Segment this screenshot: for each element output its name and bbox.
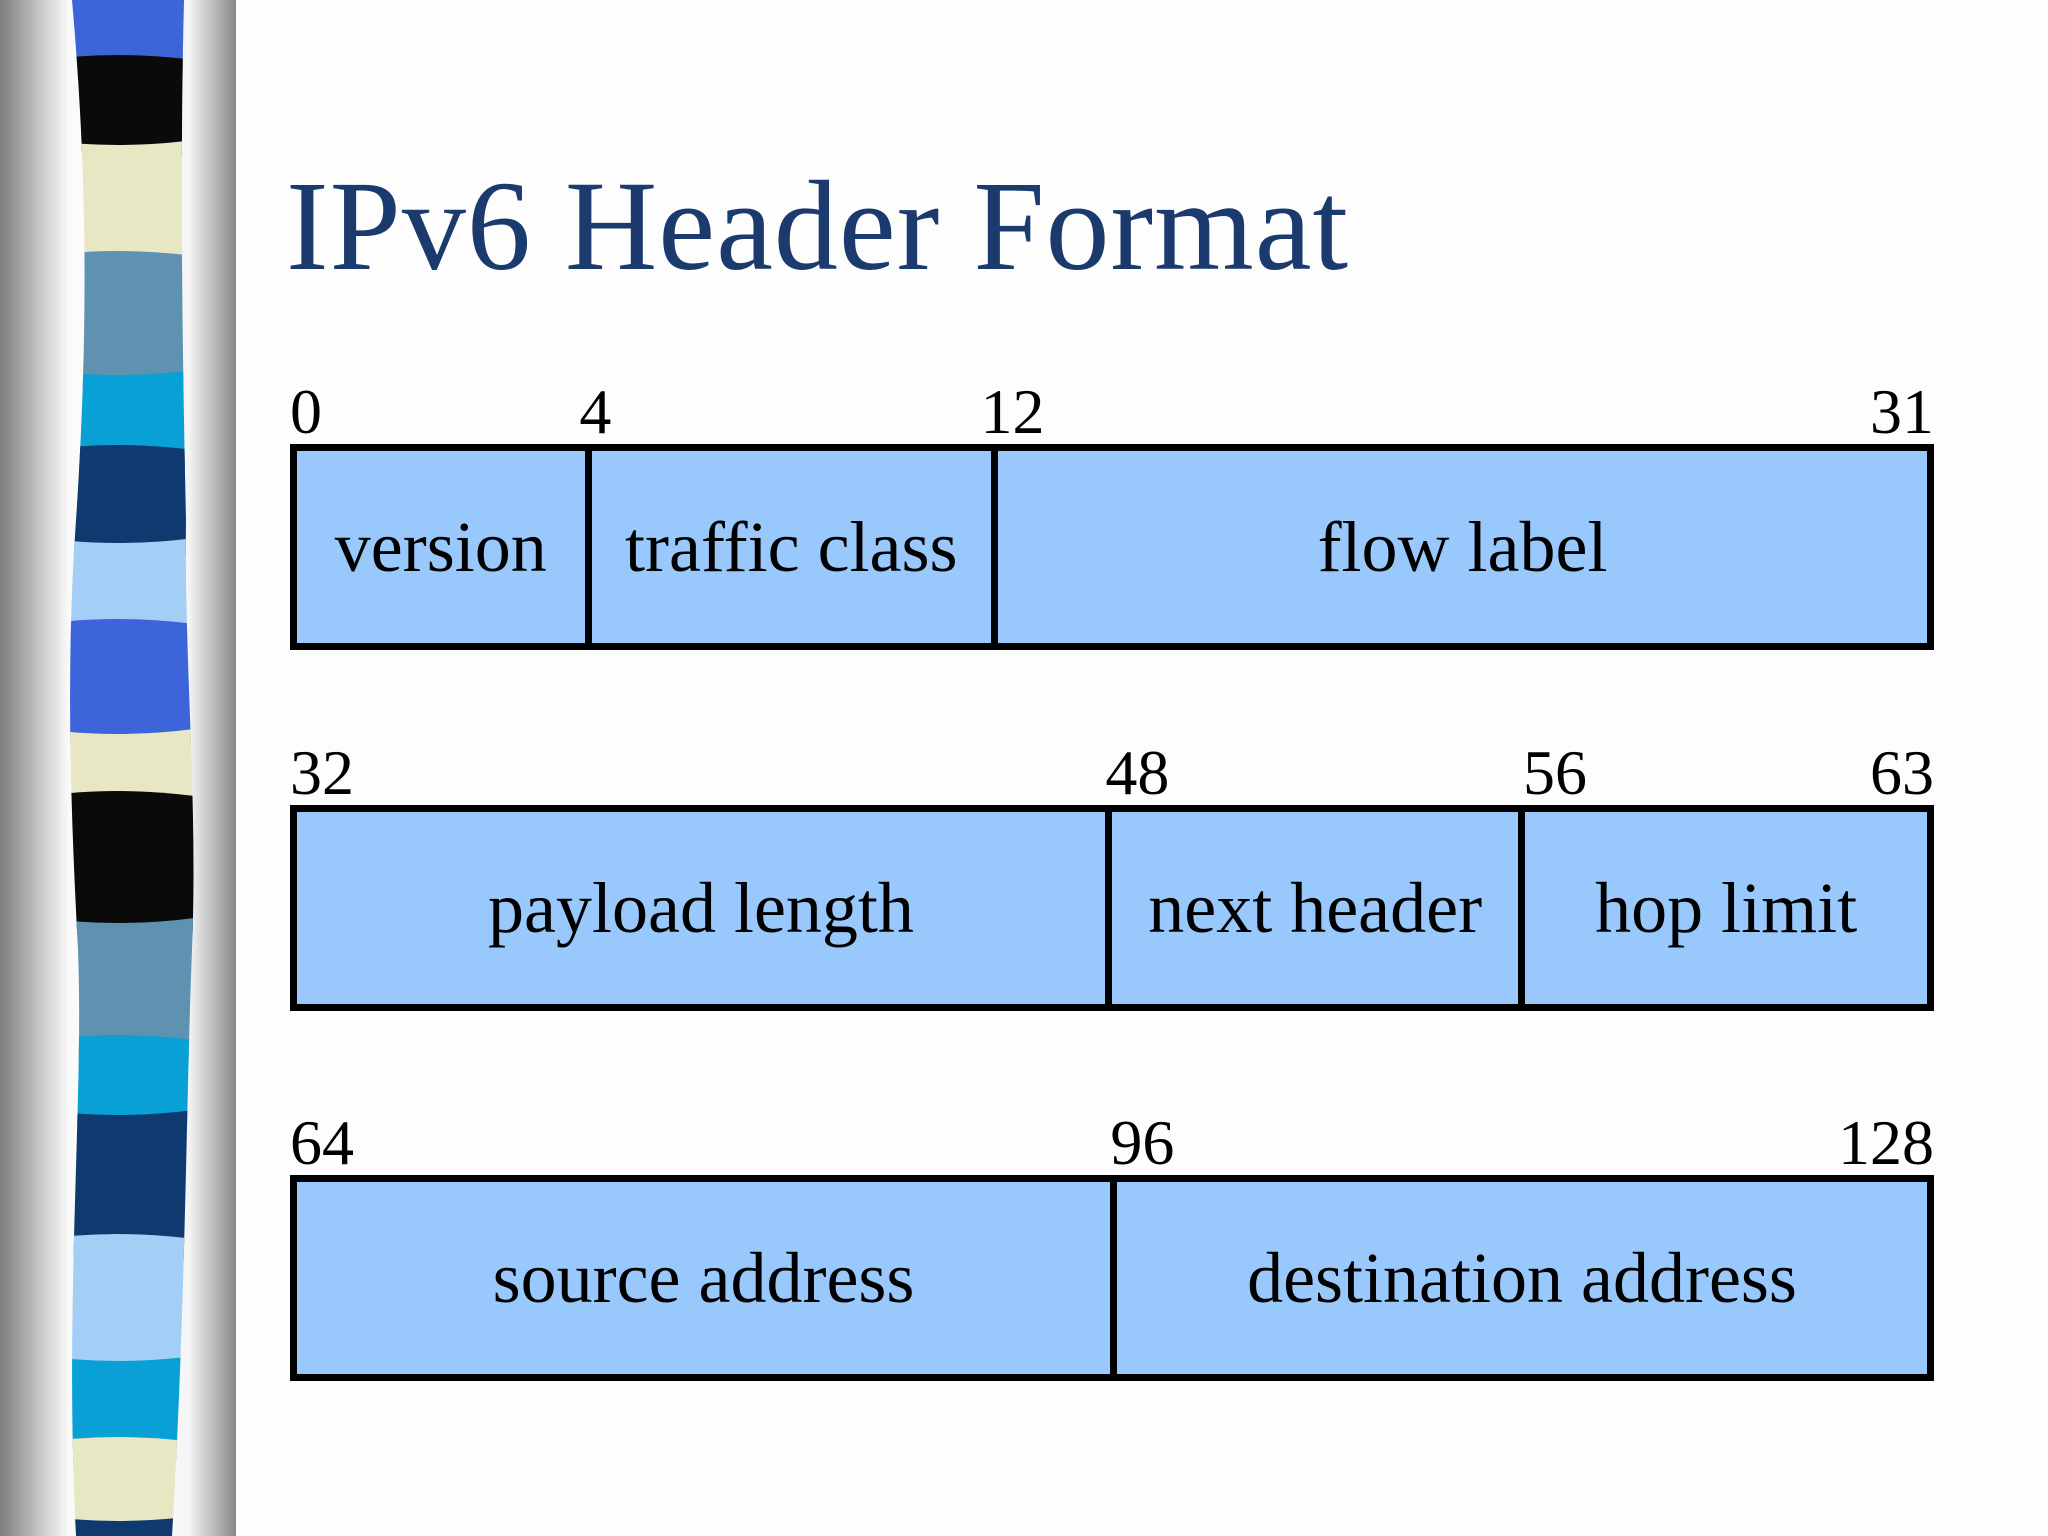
- field-label: traffic class: [625, 506, 958, 587]
- field-label: hop limit: [1595, 867, 1858, 948]
- bit-label: 31: [1870, 376, 1934, 447]
- bit-label: 128: [1838, 1107, 1934, 1178]
- decorative-ribbon-strip: [0, 0, 236, 1536]
- bit-labels: 32 48 56 63: [290, 731, 1934, 805]
- bit-label: 12: [980, 376, 1045, 447]
- bit-label: 56: [1523, 737, 1587, 808]
- field-cell: hop limit: [1518, 812, 1927, 1004]
- field-cell: traffic class: [584, 451, 992, 643]
- field-label: destination address: [1247, 1237, 1797, 1318]
- bit-labels: 64 96 128: [290, 1101, 1934, 1175]
- bit-label: 4: [579, 376, 612, 447]
- field-cell: destination address: [1110, 1182, 1927, 1374]
- field-cell: payload length: [297, 812, 1105, 1004]
- bit-label: 0: [290, 376, 322, 447]
- bit-row: 64 96 128 source address destination address: [290, 1101, 1934, 1381]
- field-cell: next header: [1104, 812, 1519, 1004]
- field-cell: flow label: [991, 451, 1927, 643]
- field-label: payload length: [488, 867, 914, 948]
- bit-label: 96: [1110, 1107, 1175, 1178]
- field-label: next header: [1148, 867, 1483, 948]
- field-label: flow label: [1317, 506, 1608, 587]
- field-boxes: source address destination address: [290, 1175, 1934, 1381]
- bit-row: 32 48 56 63 payload length next header hop lim…: [290, 731, 1934, 1011]
- field-boxes: version traffic class flow label: [290, 444, 1934, 650]
- bit-label: 64: [290, 1107, 354, 1178]
- bit-row: 0 4 12 31 version traffic class flow label: [290, 370, 1934, 650]
- ribbon-band: [70, 619, 194, 745]
- bit-label: 32: [290, 737, 354, 808]
- field-label: source address: [492, 1237, 915, 1318]
- ribbon-svg: [0, 0, 236, 1536]
- field-label: version: [334, 506, 547, 587]
- field-cell: source address: [297, 1182, 1111, 1374]
- bit-label: 48: [1105, 737, 1170, 808]
- field-cell: version: [297, 451, 585, 643]
- bit-labels: 0 4 12 31: [290, 370, 1934, 444]
- page-title: IPv6 Header Format: [286, 155, 1350, 297]
- bit-label: 63: [1870, 737, 1934, 808]
- field-boxes: payload length next header hop limit: [290, 805, 1934, 1011]
- ribbon-band: [70, 1354, 194, 1462]
